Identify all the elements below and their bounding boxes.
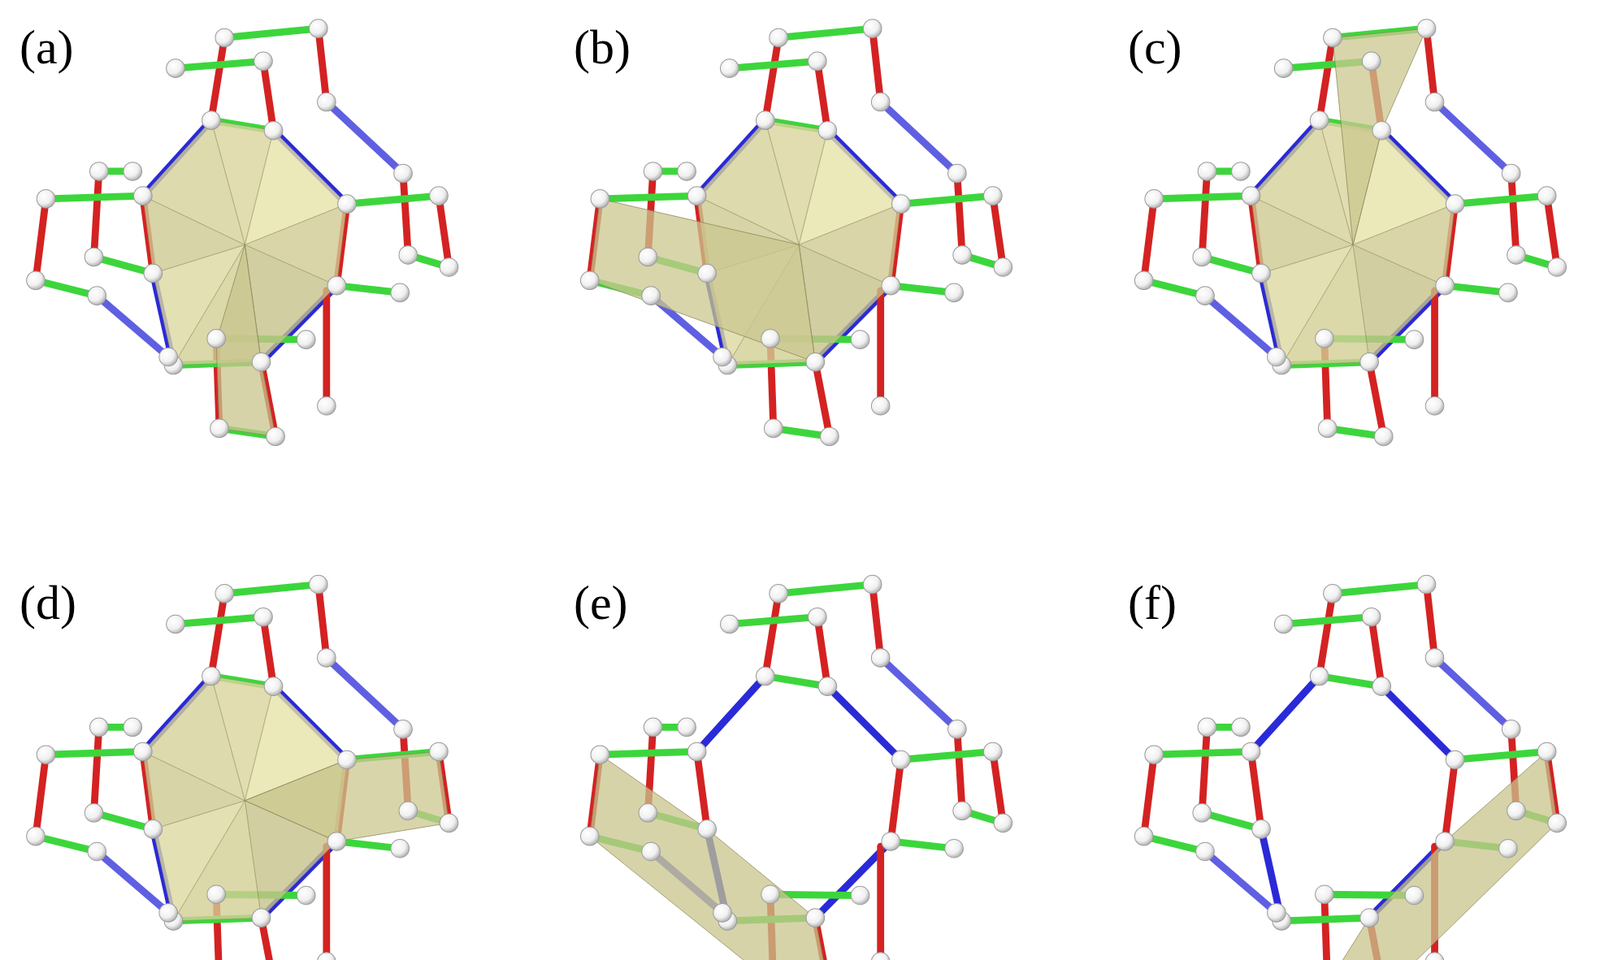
panel-label: (e) (573, 578, 629, 628)
panel-label: (b) (573, 22, 631, 72)
panel-label: (d) (19, 578, 77, 628)
panel-label: (f) (1127, 578, 1177, 628)
panel-label: (a) (19, 22, 74, 72)
panel-label: (c) (1127, 22, 1183, 72)
